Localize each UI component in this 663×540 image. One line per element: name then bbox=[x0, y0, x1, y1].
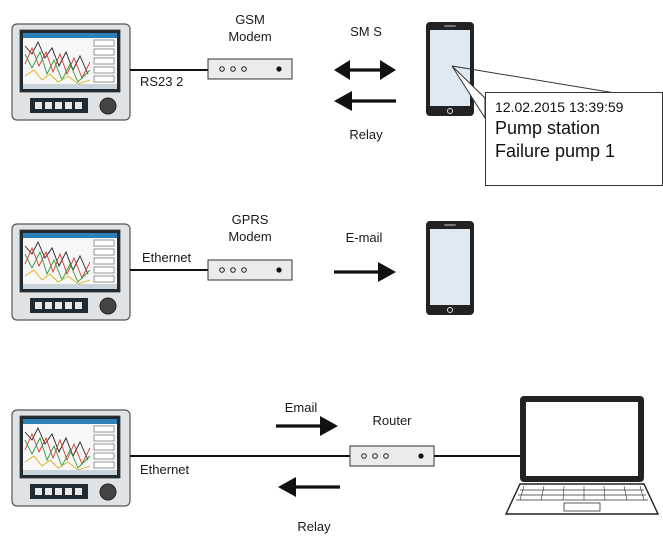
gprs-label: GPRS bbox=[231, 212, 269, 227]
router bbox=[349, 445, 435, 467]
smartphone-1 bbox=[425, 21, 475, 117]
callout-line-2: Failure pump 1 bbox=[495, 141, 616, 161]
relay-label-1: Relay bbox=[349, 127, 383, 142]
sms-double-arrow bbox=[334, 60, 396, 80]
ethernet-label-2: Ethernet bbox=[140, 462, 190, 477]
gsm-label: GSM bbox=[235, 12, 265, 27]
gsm-modem bbox=[207, 58, 293, 80]
data-recorder-3 bbox=[11, 409, 131, 507]
callout-timestamp: 12.02.2015 13:39:59 bbox=[495, 99, 624, 115]
sms-message-callout: 12.02.2015 13:39:59 Pump station Failure… bbox=[485, 92, 663, 186]
relay-arrow-left-1 bbox=[334, 91, 396, 111]
router-label: Router bbox=[372, 413, 412, 428]
data-recorder-1 bbox=[11, 23, 131, 121]
smartphone-2 bbox=[425, 220, 475, 316]
relay-label-2: Relay bbox=[297, 519, 331, 534]
email-arrow-right-2 bbox=[276, 416, 338, 436]
rs232-label: RS23 2 bbox=[140, 74, 184, 89]
relay-arrow-left-2 bbox=[278, 477, 340, 497]
gprs-modem bbox=[207, 259, 293, 281]
ethernet-label-1: Ethernet bbox=[142, 250, 192, 265]
gsm-modem-label: Modem bbox=[228, 29, 272, 44]
callout-line-1: Pump station bbox=[495, 118, 601, 138]
email-label-2: Email bbox=[284, 400, 318, 415]
email-arrow-right bbox=[334, 262, 396, 282]
email-label-1: E-mail bbox=[345, 230, 383, 245]
gprs-modem-label: Modem bbox=[228, 229, 272, 244]
laptop bbox=[505, 395, 659, 515]
data-recorder-2 bbox=[11, 223, 131, 321]
sms-label: SM S bbox=[350, 24, 382, 39]
